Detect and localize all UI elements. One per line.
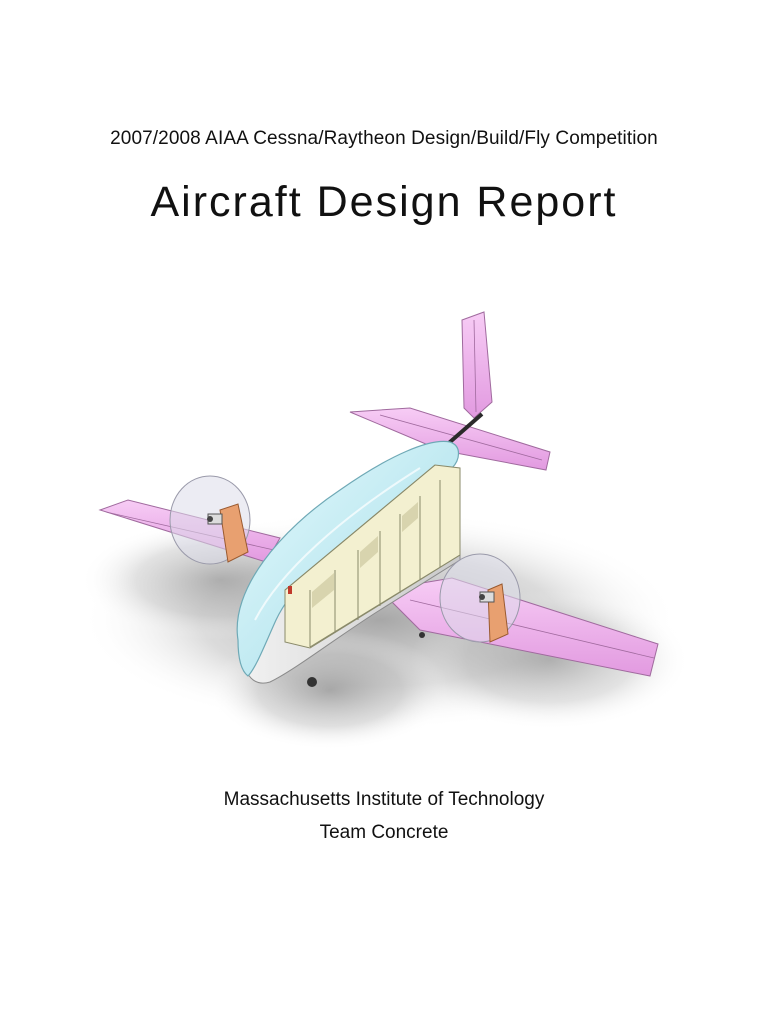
institution-name: Massachusetts Institute of Technology xyxy=(223,789,545,810)
left-engine xyxy=(169,475,251,565)
horizontal-stabilizer xyxy=(349,407,551,471)
competition-line: 2007/2008 AIAA Cessna/Raytheon Design/Bu… xyxy=(110,128,658,149)
aircraft-render-icon xyxy=(80,311,690,750)
team-name: Team Concrete xyxy=(319,822,449,843)
report-title: Aircraft Design Report xyxy=(150,178,618,226)
aircraft-illustration xyxy=(80,290,690,770)
vertical-stabilizer xyxy=(461,311,493,419)
landing-gear xyxy=(307,632,425,687)
payload-bay xyxy=(284,464,461,649)
right-engine xyxy=(439,553,521,643)
